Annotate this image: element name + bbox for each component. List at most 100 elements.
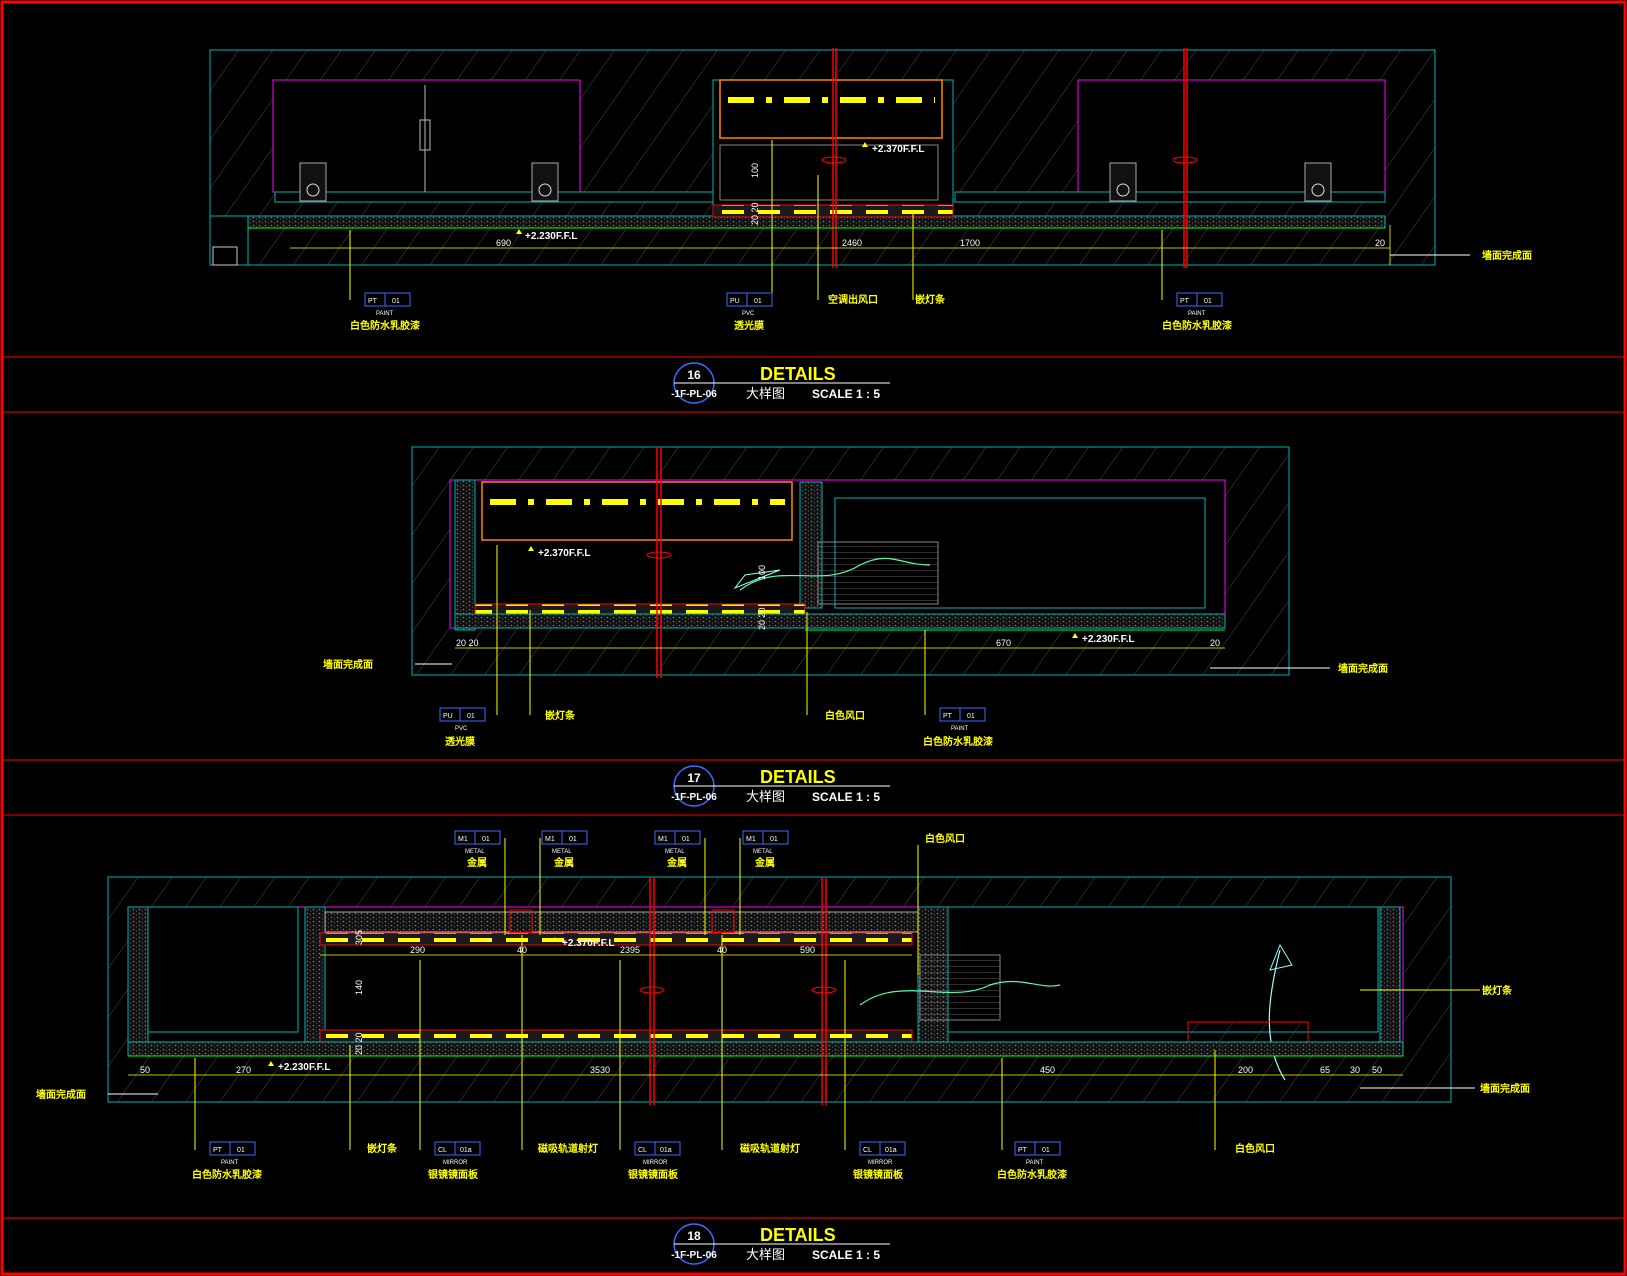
material-tag: PU 01 PVC 透光膜 bbox=[439, 707, 486, 748]
svg-text:PAINT: PAINT bbox=[1188, 311, 1206, 317]
dim-inner: 40 bbox=[517, 945, 527, 955]
svg-text:M1: M1 bbox=[458, 836, 468, 843]
svg-text:PT: PT bbox=[213, 1147, 223, 1154]
detail-scale: SCALE 1 : 5 bbox=[812, 790, 880, 804]
wall-finish-label: 墙面完成面 bbox=[36, 1088, 86, 1101]
detail-17-title: 17 -1F-PL-06 DETAILS 大样图 SCALE 1 : 5 bbox=[671, 765, 890, 807]
detail-18-annotations: +2.370F.F.L +2.230F.F.L 50 270 3530 450 … bbox=[36, 830, 1530, 1181]
bubble-ref: -1F-PL-06 bbox=[671, 792, 717, 803]
svg-text:PAINT: PAINT bbox=[1026, 1160, 1044, 1166]
dim-vertical: 20 20 bbox=[354, 1032, 364, 1055]
svg-text:白色防水乳胶漆: 白色防水乳胶漆 bbox=[192, 1168, 262, 1181]
svg-text:银镜镜面板: 银镜镜面板 bbox=[428, 1168, 479, 1181]
detail-title: DETAILS bbox=[760, 1225, 836, 1245]
material-tag: M1 01 METAL 金属 bbox=[742, 830, 789, 869]
dim-inner: 290 bbox=[410, 945, 425, 955]
dim-vertical: 100 bbox=[757, 565, 767, 580]
detail-subtitle: 大样图 bbox=[746, 387, 785, 402]
dim: 690 bbox=[496, 238, 511, 248]
svg-text:CL: CL bbox=[863, 1147, 872, 1154]
material-tag: PU 01 PVC 透光膜 bbox=[726, 292, 773, 332]
material-tag: PT 01 PAINT 白色防水乳胶漆 bbox=[350, 292, 420, 332]
dim: 20 bbox=[1210, 638, 1220, 648]
dim: 50 bbox=[1372, 1065, 1382, 1075]
material-tag: PT 01 PAINT 白色防水乳胶漆 bbox=[923, 707, 993, 748]
dim-vertical: 20 20 bbox=[757, 607, 767, 630]
svg-text:01a: 01a bbox=[885, 1147, 897, 1154]
bubble-number: 16 bbox=[687, 368, 701, 382]
detail-17-annotations: +2.370F.F.L +2.230F.F.L 20 20 670 20 100… bbox=[323, 546, 1388, 748]
material-tag: PT 01 PAINT 白色防水乳胶漆 bbox=[192, 1141, 262, 1181]
wall-finish-label: 墙面完成面 bbox=[1338, 662, 1388, 675]
svg-text:01: 01 bbox=[682, 836, 690, 843]
detail-16-title: 16 -1F-PL-06 DETAILS 大样图 SCALE 1 : 5 bbox=[671, 362, 890, 404]
detail-title: DETAILS bbox=[760, 364, 836, 384]
svg-text:金属: 金属 bbox=[666, 856, 687, 869]
detail-16-annotations: +2.370F.F.L +2.230F.F.L 690 2460 1700 20… bbox=[350, 142, 1532, 332]
dim-inner: 40 bbox=[717, 945, 727, 955]
material-tag: M1 01 METAL 金属 bbox=[454, 830, 501, 869]
callout: 嵌灯条 bbox=[367, 1142, 398, 1155]
bubble-number: 18 bbox=[687, 1229, 701, 1243]
svg-text:01: 01 bbox=[770, 836, 778, 843]
svg-text:金属: 金属 bbox=[466, 856, 487, 869]
dim: 450 bbox=[1040, 1065, 1055, 1075]
svg-text:01: 01 bbox=[754, 298, 762, 305]
bubble-ref: -1F-PL-06 bbox=[671, 1250, 717, 1261]
material-tag: PT 01 PAINT 白色防水乳胶漆 bbox=[997, 1141, 1067, 1181]
callout: 嵌灯条 bbox=[545, 709, 576, 722]
wall-finish-label: 墙面完成面 bbox=[1482, 249, 1532, 262]
detail-scale: SCALE 1 : 5 bbox=[812, 387, 880, 401]
svg-text:透光膜: 透光膜 bbox=[445, 735, 475, 748]
bubble-ref: -1F-PL-06 bbox=[671, 389, 717, 400]
level-lower: +2.230F.F.L bbox=[525, 231, 578, 242]
detail-18-drawing bbox=[107, 838, 1480, 1150]
svg-text:PT: PT bbox=[1018, 1147, 1028, 1154]
material-tag: M1 01 METAL 金属 bbox=[541, 830, 588, 869]
svg-text:01a: 01a bbox=[660, 1147, 672, 1154]
svg-text:01: 01 bbox=[569, 836, 577, 843]
svg-text:M1: M1 bbox=[746, 836, 756, 843]
level-lower: +2.230F.F.L bbox=[1082, 634, 1135, 645]
detail-title: DETAILS bbox=[760, 767, 836, 787]
dim: 20 20 bbox=[456, 638, 479, 648]
wall-finish-label: 墙面完成面 bbox=[1480, 1082, 1530, 1095]
svg-text:白色防水乳胶漆: 白色防水乳胶漆 bbox=[997, 1168, 1067, 1181]
svg-text:金属: 金属 bbox=[553, 856, 574, 869]
callout: 白色风口 bbox=[1235, 1142, 1275, 1155]
svg-text:PVC: PVC bbox=[742, 311, 755, 317]
svg-text:PT: PT bbox=[368, 298, 378, 305]
detail-subtitle: 大样图 bbox=[746, 790, 785, 805]
detail-17-drawing bbox=[411, 446, 1330, 715]
svg-text:PU: PU bbox=[730, 298, 740, 305]
dim: 20 bbox=[1375, 238, 1385, 248]
svg-text:01: 01 bbox=[967, 713, 975, 720]
material-tag: M1 01 METAL 金属 bbox=[654, 830, 701, 869]
callout: 白色风口 bbox=[925, 832, 965, 845]
dim-vertical: 20 20 bbox=[750, 202, 760, 225]
svg-text:METAL: METAL bbox=[753, 849, 773, 855]
dim: 30 bbox=[1350, 1065, 1360, 1075]
bubble-number: 17 bbox=[687, 771, 701, 785]
dim: 200 bbox=[1238, 1065, 1253, 1075]
detail-scale: SCALE 1 : 5 bbox=[812, 1248, 880, 1262]
svg-text:01: 01 bbox=[1042, 1147, 1050, 1154]
svg-text:CL: CL bbox=[638, 1147, 647, 1154]
svg-text:01: 01 bbox=[1204, 298, 1212, 305]
detail-subtitle: 大样图 bbox=[746, 1248, 785, 1263]
dim: 50 bbox=[140, 1065, 150, 1075]
svg-text:PAINT: PAINT bbox=[951, 726, 969, 732]
detail-18-title: 18 -1F-PL-06 DETAILS 大样图 SCALE 1 : 5 bbox=[671, 1223, 890, 1265]
callout: 磁吸轨道射灯 bbox=[538, 1142, 598, 1155]
svg-text:01: 01 bbox=[467, 713, 475, 720]
svg-text:透光膜: 透光膜 bbox=[734, 319, 764, 332]
svg-text:M1: M1 bbox=[545, 836, 555, 843]
svg-text:METAL: METAL bbox=[552, 849, 572, 855]
svg-text:PAINT: PAINT bbox=[221, 1160, 239, 1166]
svg-text:银镜镜面板: 银镜镜面板 bbox=[853, 1168, 904, 1181]
svg-text:CL: CL bbox=[438, 1147, 447, 1154]
level-upper: +2.370F.F.L bbox=[538, 548, 591, 559]
level-upper: +2.370F.F.L bbox=[872, 144, 925, 155]
